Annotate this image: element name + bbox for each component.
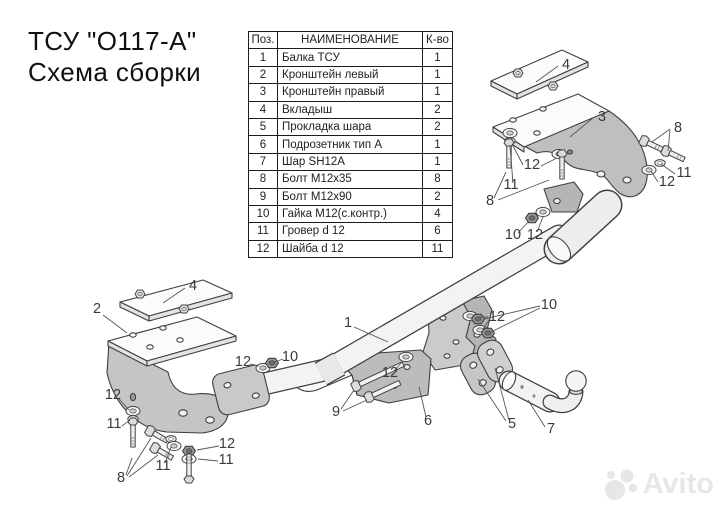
- avito-watermark-text: Avito: [642, 467, 714, 500]
- title-line-scheme: Схема сборки: [28, 56, 202, 87]
- callout-label: 10: [541, 297, 557, 313]
- callout-label: 5: [508, 416, 516, 432]
- washer-icon: [125, 405, 141, 417]
- title-line-model: ТСУ "О117-А": [28, 26, 197, 56]
- callout-label: 2: [93, 301, 101, 317]
- header-pos: Поз.: [248, 30, 278, 50]
- avito-watermark: Avito: [604, 466, 714, 502]
- cell-name: Прокладка шара: [277, 117, 423, 137]
- washer-icon: [166, 440, 182, 452]
- nut-icon: [480, 327, 496, 339]
- bolt-icon: [503, 138, 515, 169]
- callout-label: 12: [527, 227, 543, 243]
- washer-icon: [641, 164, 657, 176]
- callout-label: 11: [218, 452, 233, 468]
- washer-icon: [502, 127, 518, 139]
- callout-label: 12: [524, 157, 540, 173]
- callout-label: 1: [344, 315, 352, 331]
- cell-pos: 12: [248, 239, 278, 259]
- cell-name: Болт М12х90: [277, 187, 423, 206]
- right-insert-plate-part: [490, 49, 589, 100]
- callout-label: 12: [659, 174, 675, 190]
- callout-label: 8: [486, 193, 494, 209]
- bolt-icon: [556, 149, 568, 180]
- left-insert-plate-part: [119, 279, 233, 322]
- drawing-title: ТСУ "О117-А" Схема сборки: [28, 26, 201, 87]
- callout-label: 7: [547, 421, 555, 437]
- callout-labels: 4 3 8 11 12 12 11 8 10 12 12 10 1 12 9 6…: [93, 57, 692, 486]
- callout-label: 10: [282, 349, 298, 365]
- cell-name: Гайка М12(с.контр.): [277, 204, 423, 224]
- callout-label: 11: [106, 416, 121, 432]
- callout-label: 12: [219, 436, 235, 452]
- cell-name: Шайба d 12: [277, 239, 423, 259]
- cell-name: Кронштейн левый: [277, 65, 423, 85]
- callout-label: 4: [189, 278, 197, 294]
- cell-qty: 2: [422, 117, 453, 137]
- callout-label: 11: [676, 165, 691, 181]
- washer-icon: [398, 351, 414, 363]
- callout-label: 4: [562, 57, 570, 73]
- callout-label: 6: [424, 413, 432, 429]
- callout-label: 8: [117, 470, 125, 486]
- leader-lines: [102, 65, 676, 478]
- avito-logo-icon: [604, 469, 637, 500]
- callout-label: 11: [155, 458, 170, 474]
- nut-icon: [264, 357, 280, 369]
- callout-label: 8: [674, 120, 682, 136]
- ball-hitch-part: [498, 370, 587, 414]
- beam-part: [212, 181, 623, 416]
- bolt-icon: [127, 417, 139, 448]
- callout-label: 9: [332, 404, 340, 420]
- callout-label: 12: [489, 309, 505, 325]
- nut-icon: [470, 313, 486, 325]
- callout-label: 12: [105, 387, 121, 403]
- ball-spacer-plates-part: [459, 339, 514, 396]
- table-header-row: Поз. НАИМЕНОВАНИЕ К-во: [248, 30, 453, 50]
- callout-label: 11: [503, 177, 518, 193]
- beam-end-plate: [212, 364, 270, 416]
- callout-label: 10: [505, 227, 521, 243]
- callout-label: 12: [382, 365, 398, 381]
- cell-qty: 11: [422, 239, 453, 259]
- washer-icon: [535, 206, 551, 218]
- callout-label: 3: [598, 109, 606, 125]
- callout-label: 12: [235, 354, 251, 370]
- cell-name: Подрозетник тип А: [277, 135, 423, 154]
- cell-qty: 4: [422, 204, 453, 224]
